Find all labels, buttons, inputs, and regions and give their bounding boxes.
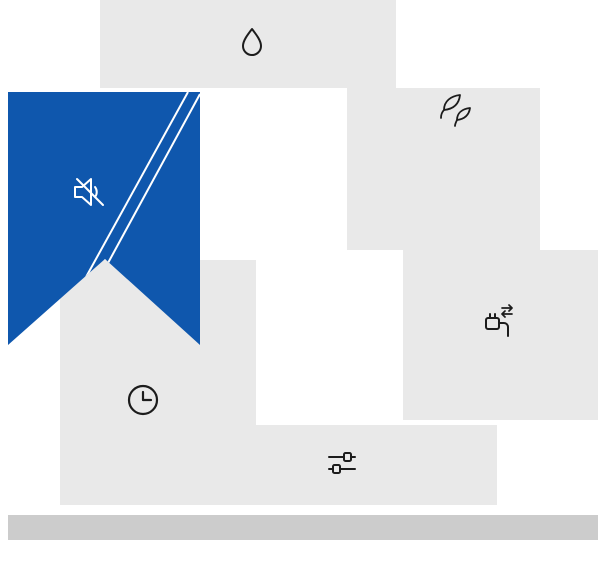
bottom-bar bbox=[8, 515, 598, 540]
options-sliders-icon bbox=[328, 452, 356, 474]
water-drop-icon bbox=[242, 28, 262, 56]
tile-water[interactable] bbox=[100, 0, 396, 88]
leaf-icon bbox=[440, 94, 471, 127]
tile-connector[interactable] bbox=[403, 250, 598, 420]
speaker-muted-icon bbox=[74, 178, 104, 206]
muted-banner[interactable] bbox=[8, 92, 200, 345]
ribbon-shape bbox=[8, 92, 200, 345]
connector-swap-icon bbox=[485, 304, 513, 337]
ribbon-fill bbox=[8, 92, 200, 345]
tile-leaf[interactable] bbox=[347, 88, 540, 250]
tile-options[interactable] bbox=[200, 425, 497, 505]
clock-icon bbox=[127, 384, 159, 416]
